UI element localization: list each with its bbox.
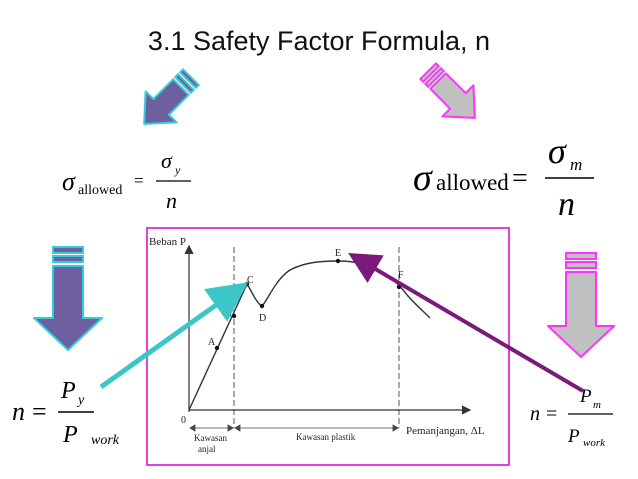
down-right-arrow-icon: [418, 61, 476, 119]
region-plastic-label: Kawasan plastik: [296, 432, 356, 442]
formula-n-yield: n = P y P work: [12, 378, 120, 448]
formula-lhs-sub: allowed: [436, 170, 509, 195]
diagram-frame: [146, 227, 510, 466]
point-label-d: D: [259, 313, 266, 324]
formula-den-sub: work: [91, 433, 120, 448]
region-arrows: [189, 424, 399, 432]
region-elastic-label-2: anjal: [198, 444, 216, 454]
formula-lhs: σ: [62, 167, 76, 196]
formula-lhs: σ: [413, 157, 433, 199]
formula-lhs: n: [12, 397, 25, 426]
formula-den: n: [166, 188, 177, 213]
formula-sigma-allowed-max: σ allowed = σ m n: [413, 131, 594, 223]
svg-text:=: =: [134, 171, 144, 190]
point-label-b: B: [225, 309, 232, 320]
x-axis-label: Pemanjangan, ΔL: [406, 425, 485, 437]
down-left-arrow-icon: [143, 67, 201, 125]
svg-text:=: =: [512, 163, 528, 194]
point-label-f: F: [398, 270, 404, 281]
formula-num: σ: [548, 131, 567, 171]
svg-text:=: =: [32, 397, 47, 426]
formula-num-sub: m: [570, 155, 582, 174]
point-label-e: E: [335, 248, 341, 259]
formula-den: n: [558, 186, 575, 223]
formula-num-sub: y: [76, 393, 85, 408]
down-arrow-left-icon: [33, 246, 103, 351]
formula-n-max: n = P m P work: [530, 386, 613, 449]
formula-num: σ: [161, 148, 173, 173]
svg-text:=: =: [546, 403, 557, 425]
formula-den: P: [62, 422, 78, 448]
origin-label: 0: [181, 415, 186, 426]
point-label-a: A: [208, 337, 216, 348]
diagram-axes: [184, 244, 472, 415]
y-axis-label: Beban P: [149, 236, 186, 248]
down-arrow-right-icon: [547, 252, 615, 358]
pointer-arrow-yield: [99, 282, 249, 390]
formula-num-sub: m: [593, 399, 601, 411]
formula-lhs-sub: allowed: [78, 183, 122, 198]
pointer-arrow-max: [348, 252, 585, 393]
slide-title: 3.1 Safety Factor Formula, n: [147, 26, 491, 56]
formula-lhs: n: [530, 403, 540, 425]
formula-den: P: [567, 426, 580, 447]
point-label-c: C: [247, 275, 254, 286]
formula-num-sub: y: [174, 163, 181, 177]
formula-sigma-allowed-yield: σ allowed = σ y n: [62, 148, 191, 213]
formula-num: P: [60, 378, 76, 404]
formula-den-sub: work: [583, 437, 606, 449]
region-dividers: [233, 247, 400, 428]
region-elastic-label: Kawasan: [194, 433, 227, 443]
